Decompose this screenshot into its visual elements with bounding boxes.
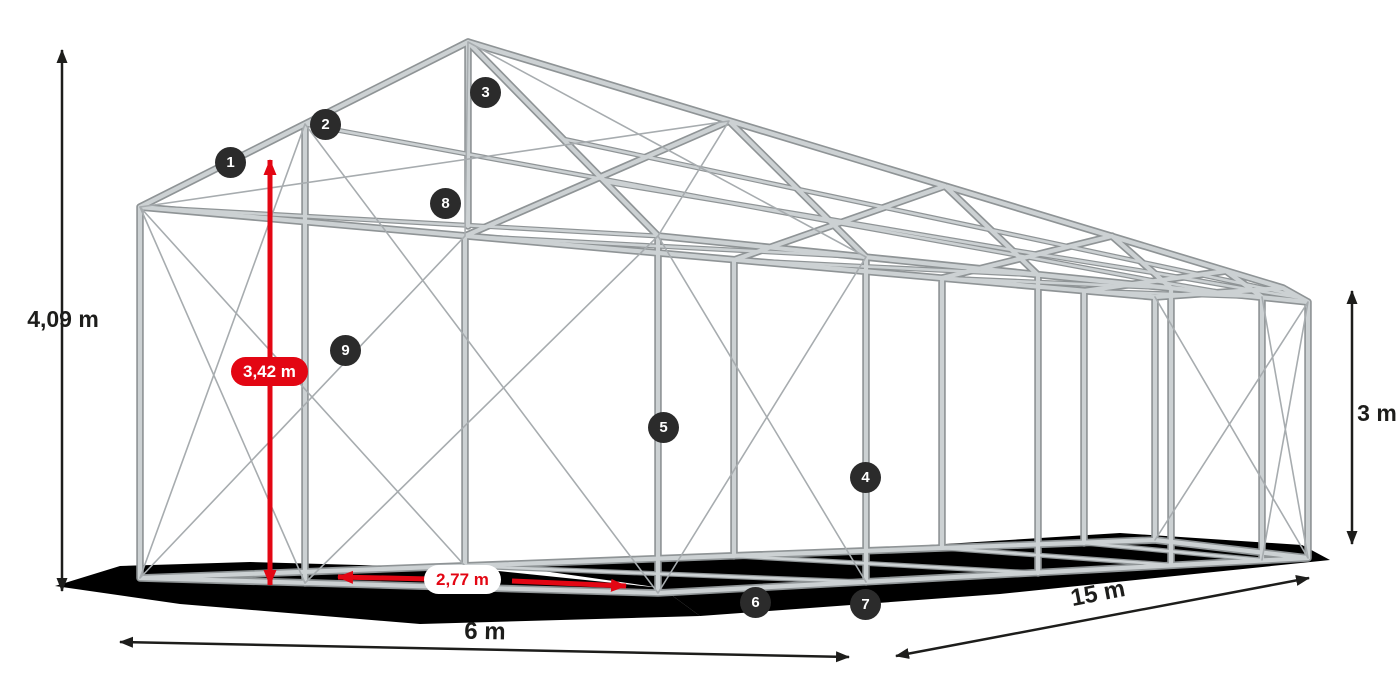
part-marker-7: 7 xyxy=(850,589,881,620)
entrance-width-arrow-right xyxy=(511,578,627,592)
width-label: 6 m xyxy=(464,617,506,646)
part-marker-3: 3 xyxy=(470,77,501,108)
frame-structure xyxy=(136,38,1312,597)
length-dimension-arrow xyxy=(895,575,1310,659)
part-marker-6: 6 xyxy=(740,587,771,618)
inner-height-label: 3,42 m xyxy=(231,357,308,386)
cross-braces xyxy=(139,41,1309,594)
part-marker-9: 9 xyxy=(330,335,361,366)
part-marker-5: 5 xyxy=(648,412,679,443)
entrance-width-label: 2,77 m xyxy=(424,565,501,594)
side-height-label: 3 m xyxy=(1357,400,1397,426)
entrance-width-arrow-left xyxy=(337,570,431,584)
total-height-label: 4,09 m xyxy=(27,306,99,332)
part-marker-4: 4 xyxy=(850,462,881,493)
part-marker-8: 8 xyxy=(430,188,461,219)
part-marker-1: 1 xyxy=(215,147,246,178)
width-dimension-arrow xyxy=(119,636,850,663)
part-marker-2: 2 xyxy=(310,109,341,140)
